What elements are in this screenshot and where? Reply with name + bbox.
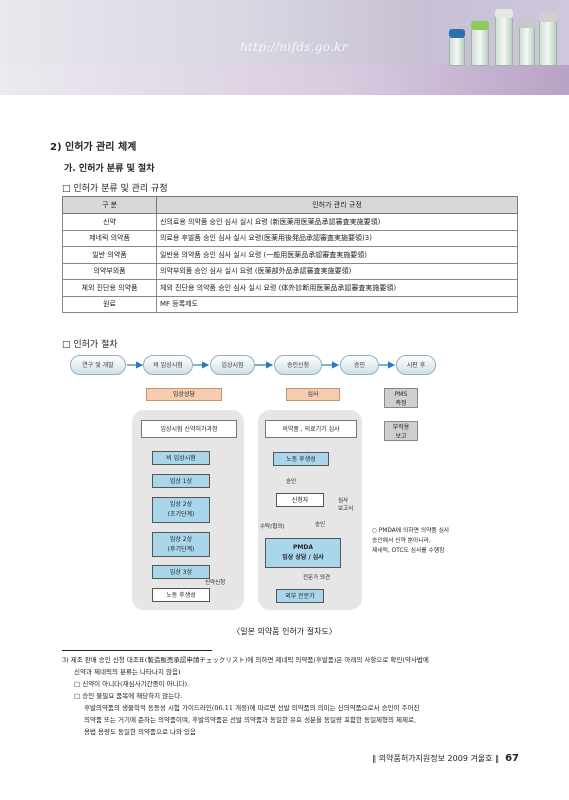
- label-approve2: 승인: [315, 522, 326, 528]
- table-heading: □ 인허가 분류 및 관리 규정: [62, 184, 168, 194]
- table-cell: 신의료용 의약품 승인 심사 실시 요령 (新医薬用医薬品承認審査実施要領): [156, 213, 518, 231]
- header-band: [0, 65, 569, 95]
- step-research: 연구 및 개발: [70, 355, 126, 375]
- label-consult: 수탁(협의): [260, 524, 285, 530]
- pmda-box: PMDA 임상 상담 / 심사: [265, 538, 341, 568]
- table-cell: 의약부외품: [62, 262, 157, 280]
- footnote-line: 후발의약품의 생물학적 동등성 시험 가이드라인(06.11 개정)에 따르면 …: [84, 704, 420, 712]
- step-postmarket: 시판 후: [396, 355, 436, 375]
- table-cell: 제네릭 의약품: [62, 229, 157, 247]
- table-header-row: 구 분 인허가 관리 규정: [62, 196, 518, 214]
- flow-heading: □ 인허가 절차: [62, 340, 118, 350]
- review-panel: [258, 410, 362, 610]
- label-review-report: 심사 보고서: [338, 498, 354, 512]
- step-application: 승인신청: [274, 355, 322, 375]
- section-subtitle: 가. 인허가 분류 및 절차: [64, 164, 155, 174]
- stage-review: 심사: [286, 388, 340, 401]
- review-panel-title: 의약품 , 의료기기 심사: [265, 420, 357, 438]
- footnote: 3) 제조 판매 승인 신청 대조표(製造販売承認申請チェックリスト)에 의하면…: [62, 654, 532, 738]
- vials-image: [441, 6, 561, 66]
- approval-flow-diagram: 연구 및 개발 비 임상시험 임상시험 승인신청 승인 시판 후 임상상담 심사…: [62, 348, 518, 622]
- figure-caption: 〈일본 의약품 인허가 절차도〉: [232, 627, 337, 636]
- label-expert-opinion: 전문가 의견: [303, 575, 331, 581]
- page-footer: ‖ 의약품허가지원정보 2009 겨울호 ‖ 67: [372, 753, 519, 764]
- right-applicant: 신청자: [276, 493, 324, 507]
- table-cell: MF 등록제도: [156, 295, 518, 313]
- right-external-expert: 외부 전문가: [276, 589, 324, 603]
- label-new-drug-apply: 신약신청: [205, 580, 226, 586]
- pms-box: PMS 측정: [384, 388, 418, 408]
- table-cell: 의약부외품 승인 심사 실시 요령 (医薬部外品承認審査実施要領): [156, 262, 518, 280]
- table-cell: 일반용 의약품 승인 심사 실시 요령 (一般用医薬品承認審査実施要領): [156, 246, 518, 264]
- step-nonclinical: 비 임상시험: [143, 355, 193, 375]
- left-phase1: 임상 1상: [152, 474, 210, 488]
- footnote-rule: [62, 650, 212, 651]
- left-mhlw: 노동 후생성: [152, 588, 210, 602]
- table-cell: 체외 진단용 의약품 승인 심사 실시 요령 (体外診断用医薬品承認審査実施要領…: [156, 279, 518, 297]
- page-number: 67: [505, 753, 519, 764]
- left-phase2-late: 임상 2상 (후기단계): [152, 532, 210, 557]
- table-header-category: 구 분: [62, 196, 157, 214]
- footnote-line: 3) 제조 판매 승인 신청 대조표(製造販売承認申請チェックリスト)에 의하면…: [62, 656, 429, 664]
- table-cell: 체외 진단용 의약품: [62, 279, 157, 297]
- footnote-line: □ 승인 불필요 품목에 해당하지 않는다.: [74, 692, 183, 700]
- stage-clinical-consult: 임상상담: [146, 388, 222, 401]
- header-url: http://nifds.go.kr: [240, 40, 348, 54]
- label-approve: 승인: [286, 479, 297, 485]
- step-clinical: 임상시험: [210, 355, 255, 375]
- footnote-line: 의약품 또는 거기에 준하는 의약품이며, 후발의약품은 선발 의약품과 동일한…: [84, 716, 417, 724]
- footer-title: ‖ 의약품허가지원정보 2009 겨울호 ‖: [372, 754, 500, 763]
- section-title: 2) 인허가 관리 체계: [50, 142, 137, 153]
- footnote-line: □ 신약이 아니다(재심사기간중이 아니다).: [74, 680, 190, 688]
- table-cell: 신약: [62, 213, 157, 231]
- side-effect-box: 부작용 보고: [384, 421, 418, 441]
- table-cell: 의료용 후발품 승인 심사 실시 요령(医薬用後発品承認審査実施要領)3): [156, 229, 518, 247]
- page-header: http://nifds.go.kr: [0, 0, 569, 95]
- footnote-line: 신약과 제네릭의 분류는 나타나지 않음): [74, 668, 181, 676]
- footnote-line: 용법 용량도 동일한 의약품으로 나와 있음: [84, 728, 196, 736]
- table-header-regulation: 인허가 관리 규정: [156, 196, 518, 214]
- left-phase3: 임상 3상: [152, 565, 210, 579]
- table-cell: 일반 의약품: [62, 246, 157, 264]
- right-mhlw: 노동 후생성: [273, 452, 329, 466]
- clinical-panel-title: 임상시험 신약허가과정: [141, 420, 237, 438]
- left-nonclinical: 비 임상시험: [152, 451, 210, 465]
- step-approval: 승인: [340, 355, 379, 375]
- table-cell: 원료: [62, 295, 157, 313]
- pmda-note: ○ PMDA에 의하면 의약품 심사 승인에서 신약 뿐아니라, 제네릭, OT…: [372, 528, 450, 554]
- left-phase2-early: 임상 2상 (조기단계): [152, 497, 210, 523]
